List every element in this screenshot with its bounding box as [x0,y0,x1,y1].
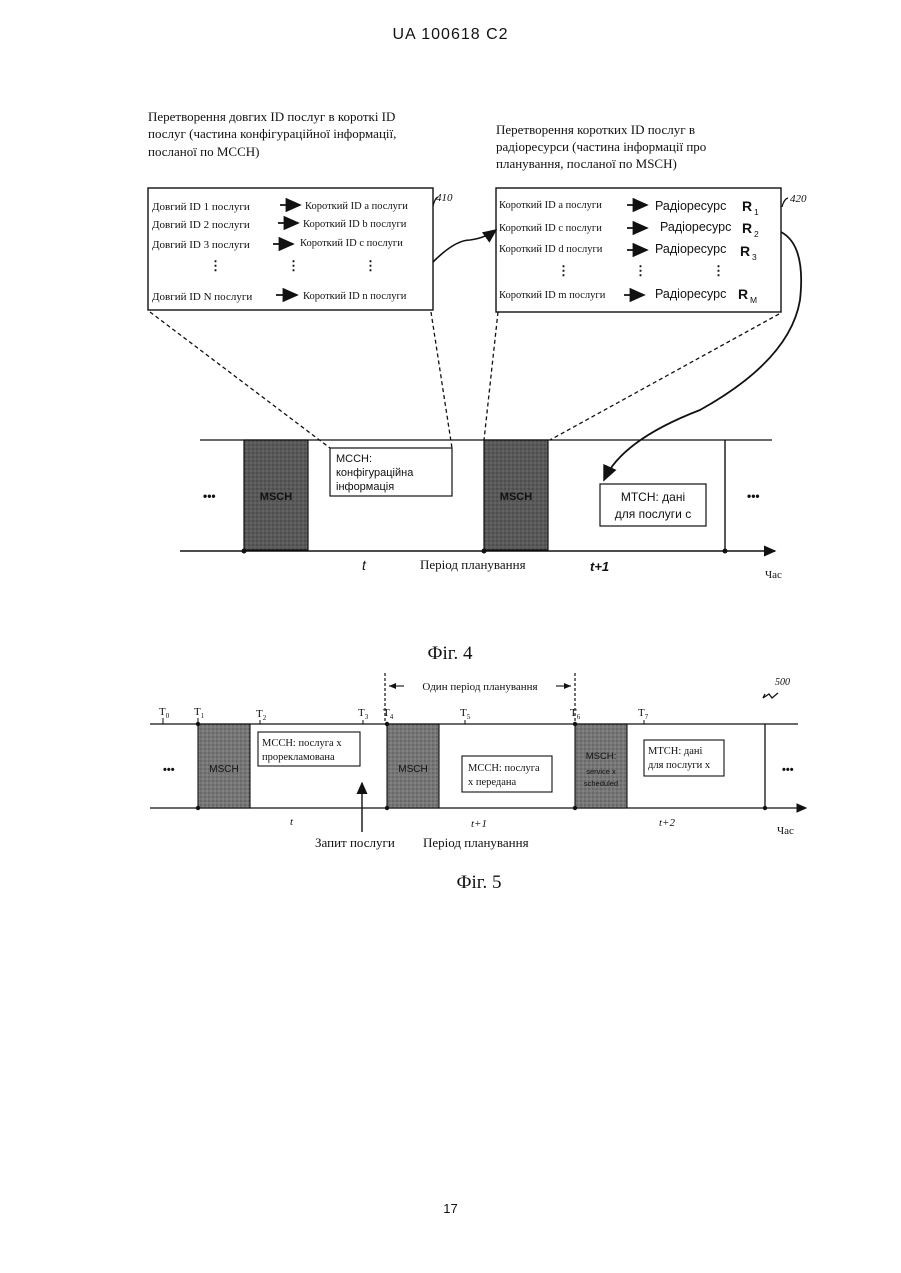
fig5-msch-label-2: MSCH [398,764,427,775]
dashed-projection [150,312,330,448]
fig5-box-mtch-line2: для послуги х [648,760,711,771]
tick-t7: T7 [638,707,649,721]
label-t1: t+1 [590,559,609,574]
fig5-box-advertised-line2: прорекламована [262,752,335,763]
fig4-title-left-line1: Перетворення довгих ID послуг в короткі … [148,109,395,124]
figure-5: Один період планування 500 T0 T1 T2 T3 T… [150,673,806,893]
table-410-short-2: Короткий ID b послуги [303,219,407,230]
tick-t5: T5 [460,707,471,721]
dashed-projection [431,312,452,448]
vdots-3: ⋮ [364,258,377,273]
figure-4: Перетворення довгих ID послуг в короткі … [148,109,807,664]
fig5-label-request: Запит послуги [315,835,395,850]
tick-t1: T1 [194,706,205,720]
tick-t0: T0 [159,706,170,720]
svg-text:1: 1 [754,207,759,217]
fig5-label-t1: t+1 [471,818,487,830]
label-period: Період планування [420,557,526,572]
table-420-short-m: Короткий ID m послуги [499,290,606,301]
table-410-short-1: Короткий ID a послуги [305,201,408,212]
svg-text:2: 2 [754,229,759,239]
fig5-msch-scheduled-line3: scheduled [584,779,618,788]
table-410-long-3: Довгий ID 3 послуги [152,239,250,251]
fig5-ellipsis-left: ••• [163,764,175,776]
svg-text:3: 3 [752,252,757,262]
page-number: 17 [0,1201,901,1216]
table-420-r-m: R [738,286,748,302]
fig5-caption: Фіг. 5 [457,872,502,893]
link-table-410-to-420 [433,230,496,262]
vdots-1: ⋮ [209,258,222,273]
tick-t3: T3 [358,707,369,721]
table-420-res-m: Радіоресурс [655,287,726,301]
table-420-short-1: Короткий ID a послуги [499,200,602,211]
ellipsis-right: ••• [747,489,760,503]
vdots-6: ⋮ [712,263,725,278]
msch-label-2: MSCH [500,491,532,503]
label-t: t [362,557,367,573]
fig5-msch-scheduled-line2: service x [586,767,616,776]
fig5-msch-block-3 [575,724,627,808]
one-period-label: Один період планування [422,681,537,693]
fig4-title-right-line2: радіоресурси (частина інформації про [496,139,706,154]
fig4-title-left-line2: послуг (частина конфігураційної інформац… [148,126,396,141]
ref-420-label: 420 [790,193,807,205]
table-420-res-2: Радіоресурс [660,220,731,234]
table-410-long-n: Довгий ID N послуги [152,291,252,303]
vdots-2: ⋮ [287,258,300,273]
fig5-label-t2: t+2 [659,817,675,829]
mcch-config-line2: конфігураційна [336,467,414,479]
label-time: Час [765,569,782,581]
fig4-title-right-line3: планування, посланої по MSCH) [496,156,677,171]
fig4-caption: Фіг. 4 [428,643,473,664]
fig4-title-left-line3: посланої по МССН) [148,144,259,159]
fig5-label-period: Період планування [423,835,529,850]
fig4-title-right-line1: Перетворення коротких ID послуг в [496,122,695,137]
table-420-r-1: R [742,198,752,214]
table-420-short-3: Короткий ID d послуги [499,244,603,255]
fig5-box-transmitted-line2: х передана [468,777,517,788]
ref-500-label: 500 [775,677,790,688]
mtch-data-line1: МТСН: дані [621,490,685,504]
table-420-short-2: Короткий ID c послуги [499,223,602,234]
table-410-long-1: Довгий ID 1 послуги [152,201,250,213]
table-420-r-2: R [742,220,752,236]
table-420-res-1: Радіоресурс [655,199,726,213]
table-420-r-3: R [740,243,750,259]
tick-t6: T6 [570,707,581,721]
ellipsis-left: ••• [203,489,216,503]
svg-text:M: M [750,295,757,305]
vdots-4: ⋮ [557,263,570,278]
fig5-label-t: t [290,816,294,828]
msch-label-1: MSCH [260,491,292,503]
dashed-projection [550,314,779,440]
dashed-projection [484,312,498,440]
ref-410-label: 410 [436,192,453,204]
mcch-config-line1: МССН: [336,453,372,465]
tick-t2: T2 [256,708,267,722]
fig5-label-time: Час [777,825,794,837]
mcch-config-line3: інформація [336,481,394,493]
tick-t4: T4 [383,707,394,721]
fig5-msch-scheduled-line1: MSCH: [586,751,617,762]
mtch-data-line2: для послуги с [615,507,691,521]
table-410-long-2: Довгий ID 2 послуги [152,219,250,231]
vdots-5: ⋮ [634,263,647,278]
fig5-ellipsis-right: ••• [782,764,794,776]
fig5-box-transmitted-line1: МССН: послуга [468,763,540,774]
fig5-box-advertised-line1: МССН: послуга х [262,738,342,749]
fig5-msch-label-1: MSCH [209,764,238,775]
table-420-res-3: Радіоресурс [655,242,726,256]
fig5-box-mtch-line1: МТСН: дані [648,746,703,757]
table-410-short-3: Короткий ID c послуги [300,238,403,249]
table-410-short-n: Короткий ID n послуги [303,291,407,302]
